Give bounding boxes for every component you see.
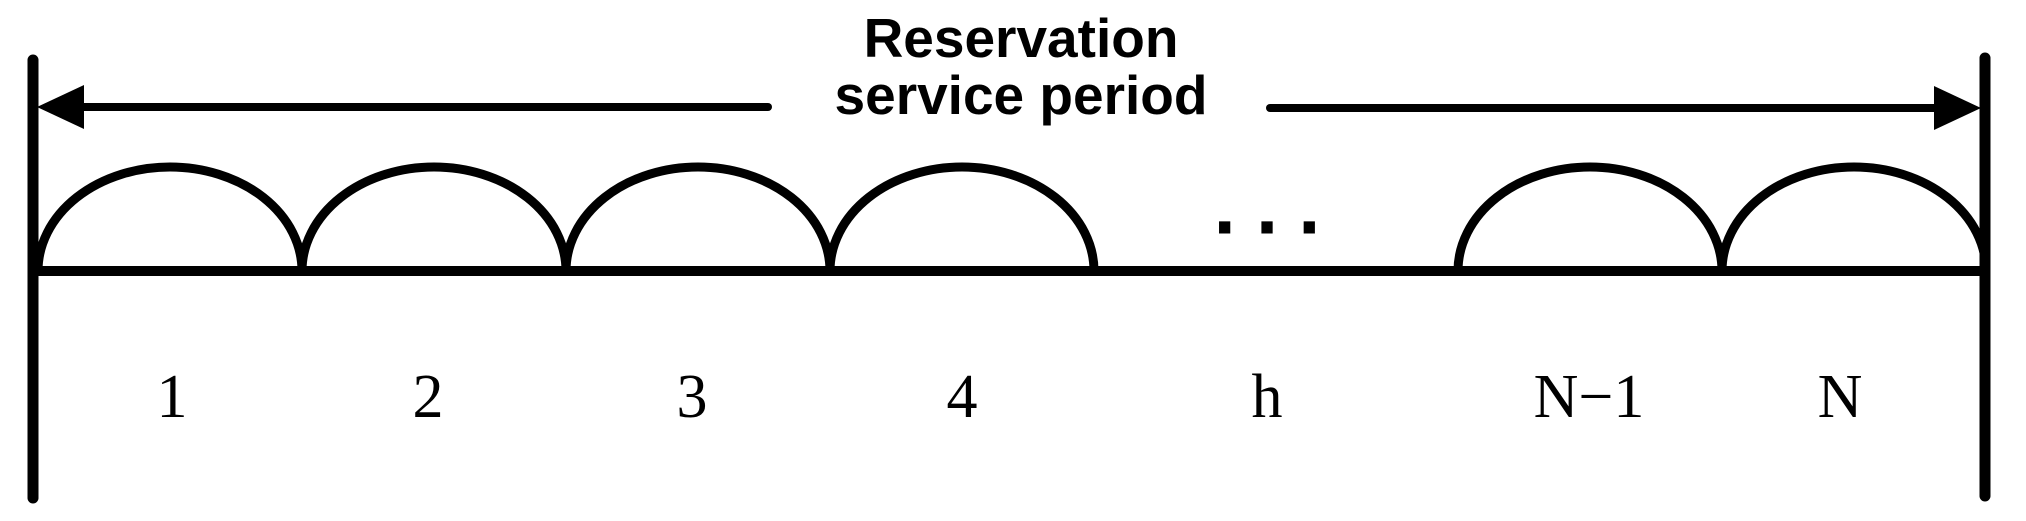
figure-title-line2: service period: [834, 64, 1208, 126]
slot-arc-1: [33, 162, 307, 272]
slot-label-n-minus-1: N−1: [1533, 363, 1645, 431]
slot-label-n: N: [1817, 363, 1863, 431]
figure-title-line1: Reservation: [863, 7, 1179, 69]
arrowhead-right-icon: [1934, 86, 1981, 130]
ellipsis-dots-icon: ···: [1212, 192, 1340, 266]
slot-arc-n-minus-1: [1453, 162, 1727, 272]
slot-arc-3: [561, 162, 835, 272]
slot-arc-4: [825, 162, 1099, 272]
slot-arc-n: [1717, 162, 1991, 272]
service-slot-arcs: [33, 162, 1991, 272]
slot-label-2: 2: [412, 363, 444, 431]
arrowhead-left-icon: [37, 85, 84, 129]
slot-label-4: 4: [946, 363, 978, 431]
slot-label-3: 3: [676, 363, 708, 431]
slot-arc-2: [297, 162, 571, 272]
figure-title: Reservation service period: [835, 10, 1208, 124]
double-headed-arrow-icon: [37, 85, 1981, 130]
slot-label-1: 1: [156, 363, 188, 431]
slot-label-h: h: [1251, 363, 1283, 431]
